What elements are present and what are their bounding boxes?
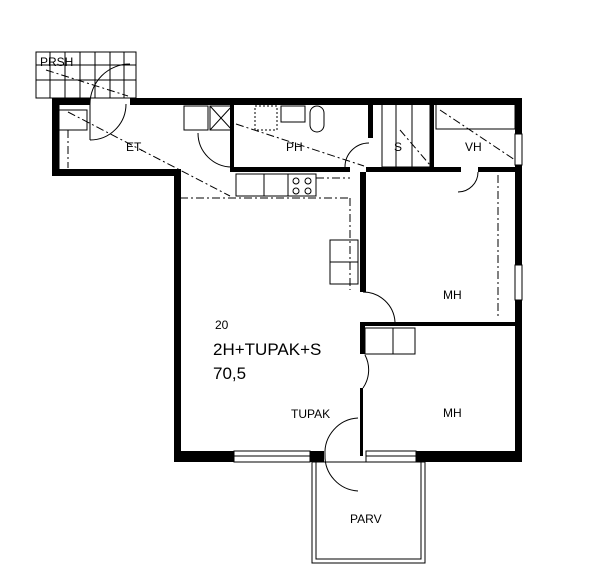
room-label-mh: MH xyxy=(443,406,462,420)
room-label-et: ET. xyxy=(126,140,144,154)
mh1-door xyxy=(362,291,396,323)
apartment-number: 20 xyxy=(215,318,229,332)
room-label-parv: PARV xyxy=(350,512,382,526)
balcony-door xyxy=(324,417,359,492)
room-label-tupak: TUPAK xyxy=(291,407,331,421)
room-label-prsh: PRSH xyxy=(40,55,74,69)
s-door xyxy=(344,142,370,168)
apartment-type: 2H+TUPAK+S xyxy=(213,340,322,359)
dashed-lines xyxy=(45,69,516,318)
vh-door xyxy=(457,171,479,193)
room-label-s: S xyxy=(394,140,403,154)
room-label-vh: VH xyxy=(465,140,482,154)
ph-door xyxy=(197,132,233,168)
walls xyxy=(52,98,522,462)
room-label-mh: MH xyxy=(443,288,462,302)
mh2-door xyxy=(362,354,370,389)
entrance-door xyxy=(89,63,131,105)
apartment-area: 70,5 xyxy=(213,364,247,383)
room-label-ph: PH xyxy=(286,140,303,154)
